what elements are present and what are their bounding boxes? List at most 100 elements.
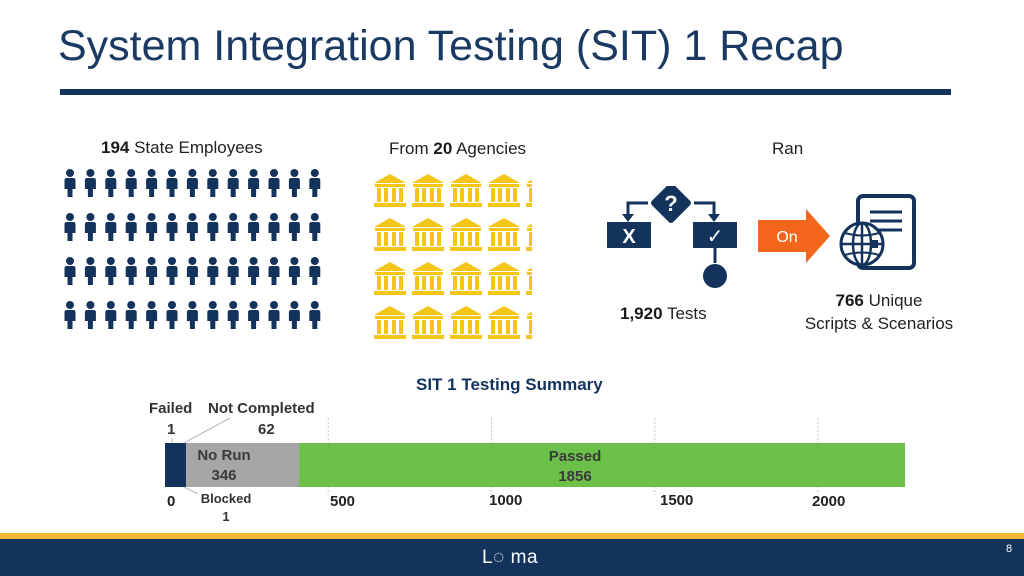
bar-no-run — [186, 443, 300, 487]
person-icon — [248, 213, 260, 241]
person-icon — [227, 213, 239, 241]
person-icon — [166, 301, 178, 329]
scripts-count: 766 — [835, 291, 864, 310]
blocked-value: 1 — [222, 509, 230, 524]
government-building-icon — [374, 218, 406, 251]
person-icon — [166, 169, 178, 197]
scripts-label-line2: Scripts & Scenarios — [804, 314, 954, 333]
tests-count: 1,920 — [620, 304, 663, 323]
person-icon — [166, 213, 178, 241]
person-icon — [288, 169, 300, 197]
government-building-icon — [450, 218, 482, 251]
employees-stat: 194 State Employees — [101, 138, 263, 158]
person-icon — [309, 169, 321, 197]
bar-failed — [165, 443, 183, 487]
person-icon — [186, 169, 198, 197]
not-completed-label: Not Completed — [208, 400, 315, 417]
person-icon — [64, 301, 76, 329]
person-icon — [146, 169, 158, 197]
government-building-icon — [412, 174, 444, 207]
passed-name: Passed — [548, 448, 602, 465]
person-icon — [84, 257, 96, 285]
government-building-icon — [412, 306, 444, 339]
government-building-icon — [526, 218, 532, 251]
person-icon — [268, 257, 280, 285]
page-number: 8 — [1006, 543, 1013, 555]
ran-label: Ran — [772, 139, 804, 158]
person-icon — [288, 213, 300, 241]
bar-not-completed — [183, 443, 187, 487]
person-icon — [146, 301, 158, 329]
government-building-icon — [374, 174, 406, 207]
footer-bar — [0, 539, 1024, 576]
person-icon — [248, 301, 260, 329]
person-icon — [268, 301, 280, 329]
agencies-stat: From 20 Agencies — [389, 139, 526, 159]
person-icon — [227, 257, 239, 285]
not-completed-value: 62 — [258, 421, 275, 438]
blocked-label: Blocked 1 — [196, 490, 256, 526]
leader-line — [183, 486, 199, 495]
luma-logo: L◌ ma — [482, 547, 539, 568]
person-icon — [64, 169, 76, 197]
person-icon — [186, 257, 198, 285]
check-mark-icon: ✓ — [707, 224, 724, 248]
no-run-name: No Run — [197, 447, 251, 464]
person-icon — [186, 213, 198, 241]
scripts-label: Unique — [863, 291, 923, 310]
footer-accent — [0, 533, 1024, 539]
person-icon — [207, 169, 219, 197]
person-icon — [64, 213, 76, 241]
government-building-icon — [374, 262, 406, 295]
agencies-label: Agencies — [452, 139, 527, 158]
government-building-icon — [488, 306, 520, 339]
decision-flowchart-icon: ? X ✓ — [607, 186, 737, 288]
government-building-icon — [450, 306, 482, 339]
passed-value: 1856 — [558, 468, 592, 485]
person-icon — [84, 213, 96, 241]
bar-passed — [299, 443, 906, 487]
person-icon — [288, 257, 300, 285]
on-label: On — [776, 229, 797, 246]
person-icon — [125, 257, 137, 285]
arrow-right-icon: On — [758, 209, 830, 263]
government-building-icon — [526, 306, 532, 339]
person-icon — [207, 213, 219, 241]
person-icon — [186, 301, 198, 329]
failed-label: Failed — [149, 400, 193, 417]
person-icon — [125, 301, 137, 329]
person-icon — [248, 169, 260, 197]
fail-mark-icon: X — [622, 226, 636, 248]
government-building-icon — [374, 306, 406, 339]
person-icon — [146, 213, 158, 241]
question-mark: ? — [664, 191, 677, 216]
person-icon — [227, 301, 239, 329]
government-building-icon — [526, 174, 532, 207]
person-icon — [309, 257, 321, 285]
government-building-icon — [526, 262, 532, 295]
government-building-icon — [450, 174, 482, 207]
tests-stat: 1,920 Tests — [620, 304, 707, 324]
government-building-icon — [412, 218, 444, 251]
no-run-value: 346 — [211, 467, 237, 484]
buildings-grid — [374, 174, 532, 339]
government-building-icon — [488, 218, 520, 251]
agencies-count: 20 — [433, 139, 453, 158]
person-icon — [105, 257, 117, 285]
person-icon — [309, 301, 321, 329]
document-globe-icon — [839, 194, 916, 270]
person-icon — [125, 213, 137, 241]
x-tick-500: 500 — [330, 493, 356, 510]
agencies-prefix: From — [389, 139, 434, 158]
government-building-icon — [450, 262, 482, 295]
failed-value: 1 — [167, 421, 176, 438]
person-icon — [105, 169, 117, 197]
x-tick-1500: 1500 — [660, 492, 694, 509]
leader-line — [183, 417, 231, 444]
title-underline — [60, 89, 951, 95]
person-icon — [268, 213, 280, 241]
person-icon — [125, 169, 137, 197]
person-icon — [268, 169, 280, 197]
no-run-label: No Run 346 — [184, 446, 264, 486]
slide-title: System Integration Testing (SIT) 1 Recap — [58, 22, 844, 70]
